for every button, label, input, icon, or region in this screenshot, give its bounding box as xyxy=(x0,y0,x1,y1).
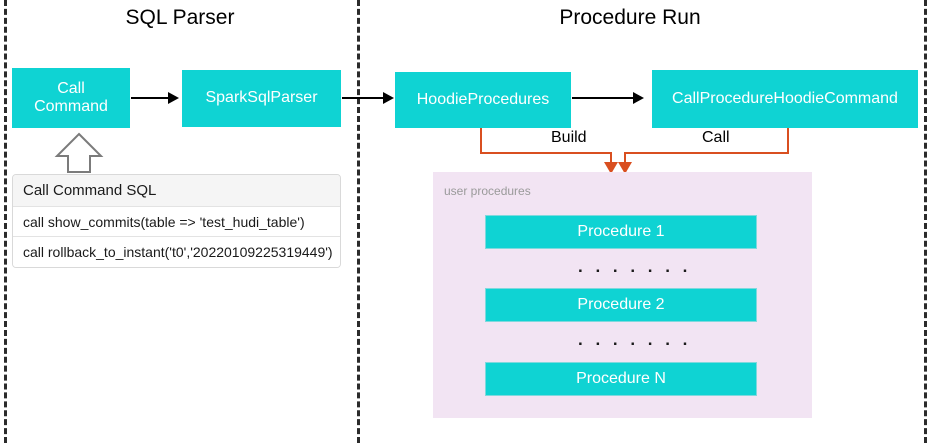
procedure-box-1[interactable]: Procedure 1 xyxy=(485,215,757,249)
connector-call-vertical-end xyxy=(624,152,626,169)
connector-build-horizontal xyxy=(480,152,612,154)
procedures-ellipsis: . . . . . . . xyxy=(578,330,692,349)
box-hoodie-procedures[interactable]: HoodieProcedures xyxy=(395,72,571,128)
connector-call-horizontal xyxy=(624,152,789,154)
block-arrow-up-icon xyxy=(54,132,104,179)
connector-call-arrowhead xyxy=(618,162,632,174)
arrow-parser-to-procedures-line xyxy=(342,97,385,99)
box-call-procedure-hoodie-command[interactable]: CallProcedureHoodieCommand xyxy=(652,70,918,128)
procedure-box-n[interactable]: Procedure N xyxy=(485,362,757,396)
divider-right xyxy=(924,0,927,443)
sql-table-row: call rollback_to_instant('t0','202201092… xyxy=(13,237,340,267)
section-title-sql-parser: SQL Parser xyxy=(125,6,235,29)
connector-build-vertical-end xyxy=(610,152,612,169)
procedures-ellipsis: . . . . . . . xyxy=(578,257,692,276)
connector-build-arrowhead xyxy=(604,162,618,174)
box-spark-sql-parser[interactable]: SparkSqlParser xyxy=(182,70,341,127)
arrow-parser-to-procedures-head xyxy=(383,92,394,104)
connector-label-call: Call xyxy=(698,129,734,147)
connector-call-vertical-start xyxy=(787,128,789,154)
sql-table-header: Call Command SQL xyxy=(13,175,340,207)
box-call-command[interactable]: Call Command xyxy=(12,68,130,128)
procedure-box-2[interactable]: Procedure 2 xyxy=(485,288,757,322)
divider-left xyxy=(4,0,7,443)
arrow-call-command-to-parser-line xyxy=(131,97,169,99)
arrow-call-command-to-parser-head xyxy=(168,92,179,104)
call-command-sql-table: Call Command SQL call show_commits(table… xyxy=(12,174,341,268)
section-title-procedure-run: Procedure Run xyxy=(559,6,701,29)
connector-build-vertical-start xyxy=(480,128,482,154)
divider-middle xyxy=(357,0,360,443)
arrow-procedures-to-command-head xyxy=(633,92,644,104)
connector-label-build: Build xyxy=(547,129,591,147)
sql-table-row: call show_commits(table => 'test_hudi_ta… xyxy=(13,207,340,237)
user-procedures-panel-title: user procedures xyxy=(444,184,531,198)
arrow-procedures-to-command-line xyxy=(572,97,634,99)
